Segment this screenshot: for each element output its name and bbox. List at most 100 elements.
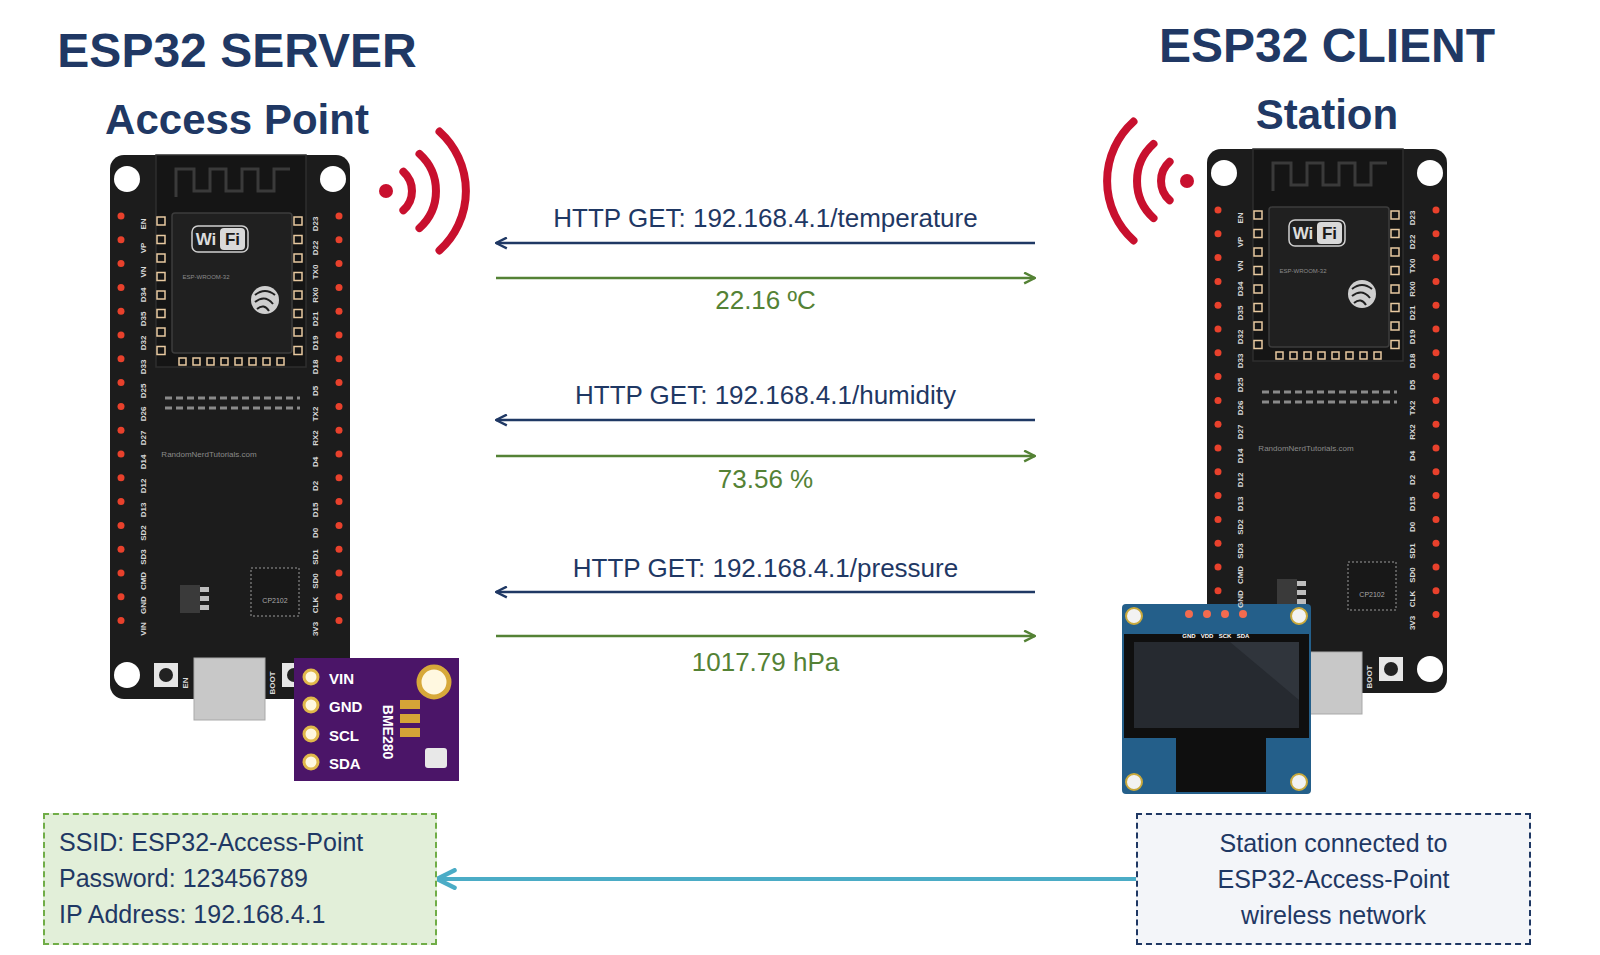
- connector-arrow: [496, 455, 1035, 458]
- pin-label: VN: [140, 266, 148, 277]
- wifi-arc: [440, 132, 466, 251]
- pin-label: D25: [1237, 377, 1245, 392]
- pin-label: SD2: [1237, 520, 1245, 536]
- pin-label: D35: [1237, 306, 1245, 321]
- wifi-dot: [379, 184, 393, 198]
- button-label: EN: [182, 677, 190, 688]
- pin-label: D12: [1237, 472, 1245, 487]
- network-info-box: SSID: ESP32-Access-PointPassword: 123456…: [43, 813, 437, 945]
- pin-label: D21: [312, 312, 320, 327]
- display-pin: [1221, 610, 1229, 618]
- pin-label: D5: [1409, 379, 1417, 389]
- pin-label: 3V3: [312, 621, 320, 635]
- sensor-pin-label: SDA: [329, 756, 361, 771]
- pin-label: VP: [140, 242, 148, 253]
- pin-label: TX0: [312, 264, 320, 279]
- display-pin: [1239, 610, 1247, 618]
- pin-label: TX2: [1409, 401, 1417, 416]
- module-name: ESP-WROOM-32: [182, 274, 229, 280]
- pin-label: D22: [312, 240, 320, 255]
- sensor-pad: [400, 714, 420, 723]
- connector-arrow: [437, 877, 1136, 881]
- wifi-arc: [420, 154, 436, 228]
- pin-label: D13: [140, 502, 148, 517]
- oled-display: [1122, 604, 1311, 794]
- sensor-pin-hole: [304, 727, 318, 741]
- wifi-arc: [403, 172, 412, 211]
- connector-arrow: [496, 591, 1035, 594]
- display-glass: [1124, 634, 1309, 738]
- board-mode: Access Point: [105, 97, 369, 143]
- pin-label: SD0: [312, 573, 320, 589]
- pin-label: SD1: [1409, 543, 1417, 559]
- station-info-box: Station connected to ESP32-Access-Point …: [1136, 813, 1531, 945]
- bme280-sensor: [294, 658, 459, 781]
- wifi-logo-text: Wi: [196, 231, 217, 248]
- connector-arrow: [496, 419, 1035, 422]
- sensor-name: BME280: [381, 705, 395, 759]
- sensor-pcb: [294, 658, 459, 781]
- watermark: RandomNerdTutorials.com: [1258, 445, 1353, 453]
- module-name: ESP-WROOM-32: [1279, 268, 1326, 274]
- watermark: RandomNerdTutorials.com: [161, 451, 256, 459]
- pin-label: D15: [312, 502, 320, 517]
- edge-label: 73.56 %: [718, 466, 813, 492]
- pin-label: TX2: [312, 407, 320, 422]
- edge-label: 22.16 ºC: [715, 287, 816, 313]
- display-pcb: [1122, 604, 1311, 794]
- display-pin: [1185, 610, 1193, 618]
- pin-label: EN: [1237, 212, 1245, 223]
- pin-label: RX2: [312, 430, 320, 446]
- pin-label: D27: [1237, 425, 1245, 440]
- sensor-pin-label: GND: [329, 699, 362, 714]
- sensor-pin-hole: [304, 670, 318, 684]
- pin-label: D27: [140, 431, 148, 446]
- board-title: ESP32 SERVER: [57, 25, 416, 78]
- edge-label: HTTP GET: 192.168.4.1/temperature: [553, 205, 977, 231]
- connector-arrow: [496, 635, 1035, 638]
- pin-label: D35: [140, 312, 148, 327]
- pin-label: TX0: [1409, 258, 1417, 273]
- chip-label: CP2102: [262, 597, 287, 604]
- pin-label: D33: [140, 359, 148, 374]
- pin-label: D26: [140, 407, 148, 422]
- client-wifi-symbol: [1107, 122, 1194, 241]
- pin-label: D21: [1409, 306, 1417, 321]
- display-mount-hole: [1291, 608, 1307, 624]
- pin-label: D2: [1409, 475, 1417, 485]
- pin-label: RX0: [1409, 282, 1417, 298]
- pin-label: VP: [1237, 236, 1245, 247]
- pin-label: D25: [140, 383, 148, 398]
- connectors: [437, 243, 1136, 879]
- pin-label: D4: [312, 457, 320, 467]
- sensor-pad: [400, 700, 420, 709]
- board-mode: Station: [1256, 92, 1398, 138]
- sensor-pin-label: SCL: [329, 728, 359, 743]
- pin-label: SD1: [312, 549, 320, 565]
- button-label: BOOT: [1366, 665, 1374, 688]
- pin-label: VIN: [140, 622, 148, 635]
- pin-label: D15: [1409, 496, 1417, 511]
- info-text: SSID: ESP32-Access-Point: [59, 824, 363, 860]
- pin-label: D14: [140, 455, 148, 470]
- pin-label: GND: [1237, 590, 1245, 608]
- pin-label: SD3: [1237, 543, 1245, 559]
- info-text: IP Address: 192.168.4.1: [59, 896, 325, 932]
- edge-label: 1017.79 hPa: [692, 649, 839, 675]
- pin-label: CLK: [1409, 591, 1417, 607]
- pin-label: D19: [1409, 330, 1417, 345]
- pin-label: D34: [1237, 282, 1245, 297]
- wifi-arc: [1161, 162, 1170, 201]
- display-mount-hole: [1126, 774, 1142, 790]
- sensor-pin-label: VIN: [329, 671, 354, 686]
- pin-label: RX2: [1409, 424, 1417, 440]
- display-ribbon: [1176, 738, 1266, 792]
- client-board-group: ESP32 CLIENTStation: [1035, 10, 1555, 800]
- pin-label: D34: [140, 288, 148, 303]
- display-pin-label: VDD: [1201, 633, 1214, 639]
- pin-label: CLK: [312, 597, 320, 613]
